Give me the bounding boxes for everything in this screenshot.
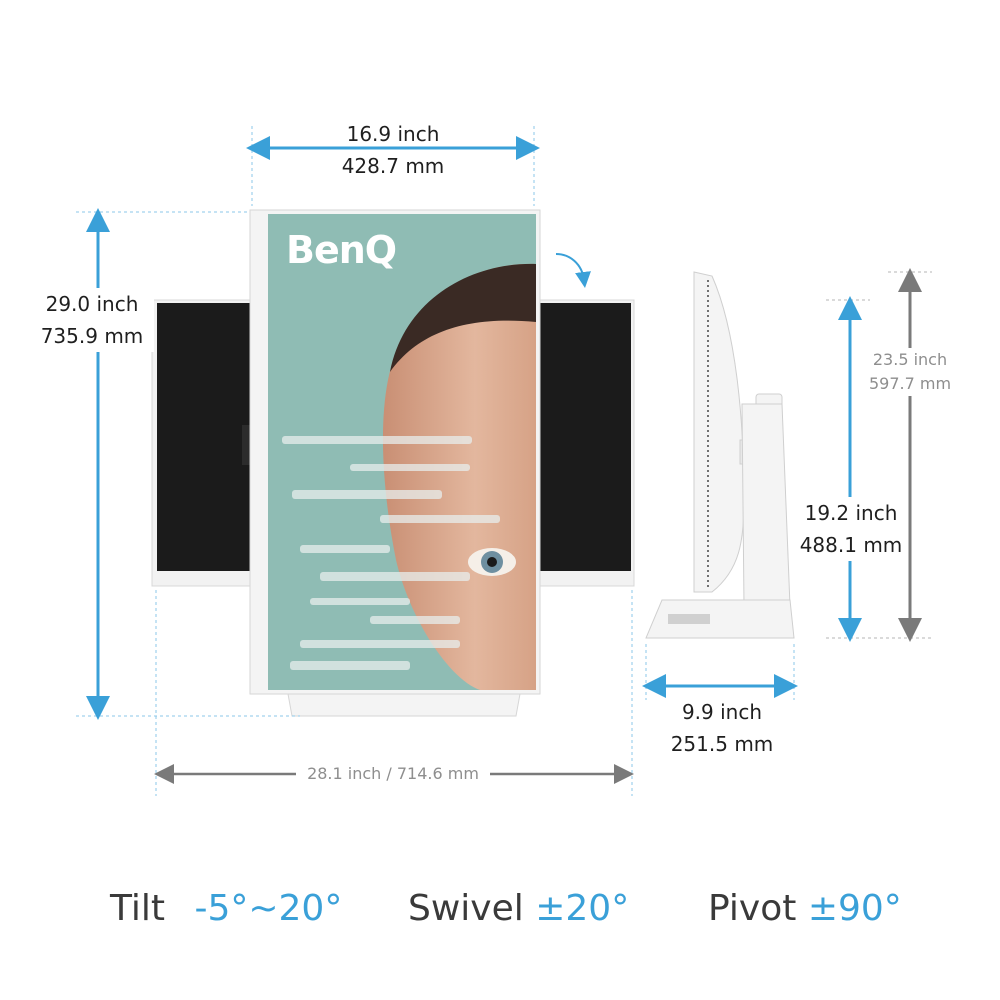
- total-width-label: 28.1 inch / 714.6 mm: [307, 764, 479, 783]
- brand-logo: BenQ: [286, 228, 397, 272]
- rotate-arrow-icon: [555, 253, 591, 288]
- pivot-label: Pivot: [708, 888, 797, 929]
- pivot-spec: Pivot ±90°: [708, 888, 902, 929]
- front-monitor: [249, 209, 541, 717]
- max-height-label: 29.0 inch 735.9 mm: [30, 288, 154, 352]
- swivel-spec: Swivel ±20°: [408, 888, 629, 929]
- side-max-height-label: 23.5 inch 597.7 mm: [858, 348, 962, 396]
- swivel-value: ±20°: [535, 888, 630, 929]
- depth-label: 9.9 inch 251.5 mm: [670, 700, 774, 756]
- face-illustration: [382, 263, 536, 690]
- side-min-height-label: 19.2 inch 488.1 mm: [796, 497, 906, 561]
- swivel-label: Swivel: [408, 888, 524, 929]
- left-rotated-panel: [151, 299, 255, 587]
- side-monitor: [645, 271, 795, 639]
- right-rotated-panel: [533, 299, 635, 587]
- tilt-spec: Tilt -5°~20°: [110, 888, 342, 929]
- tilt-label: Tilt: [110, 888, 166, 929]
- tilt-value: -5°~20°: [194, 888, 343, 929]
- front-width-label: 16.9 inch 428.7 mm: [341, 122, 445, 178]
- pivot-value: ±90°: [807, 888, 902, 929]
